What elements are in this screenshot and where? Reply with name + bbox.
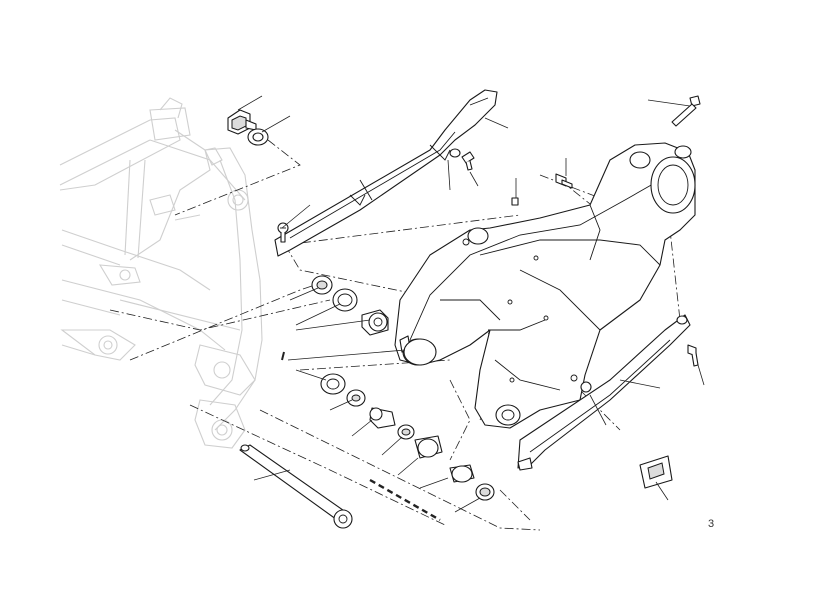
swingarm-pivot-bearing-left bbox=[311, 275, 333, 295]
chain-guard bbox=[274, 89, 498, 257]
frame-pivot-bolt bbox=[227, 109, 257, 135]
chain-slider-screw bbox=[687, 344, 699, 367]
chain-guard-front-screw bbox=[580, 381, 592, 393]
swingarm-pivot-spacer bbox=[361, 309, 389, 336]
chain-guard-washer bbox=[449, 148, 475, 171]
frame-ghost bbox=[59, 97, 263, 449]
chain-slider bbox=[517, 314, 691, 471]
swingarm-pivot-shaft bbox=[239, 444, 353, 529]
pivot-bushing-lower bbox=[414, 435, 495, 501]
page-number: 3 bbox=[708, 518, 715, 530]
pivot-boss bbox=[403, 338, 437, 366]
leader-lines bbox=[237, 95, 705, 513]
needle-bearing bbox=[320, 373, 366, 407]
label-plate bbox=[639, 455, 673, 489]
grease-nipple bbox=[511, 197, 519, 206]
swingarm-bolt-top bbox=[671, 95, 701, 127]
rear-caliper-bracket-screw bbox=[555, 173, 573, 189]
pivot-seal bbox=[369, 407, 415, 440]
pivot-washer bbox=[247, 128, 269, 146]
swingarm bbox=[394, 142, 696, 429]
swingarm-pivot-bush bbox=[332, 288, 358, 312]
